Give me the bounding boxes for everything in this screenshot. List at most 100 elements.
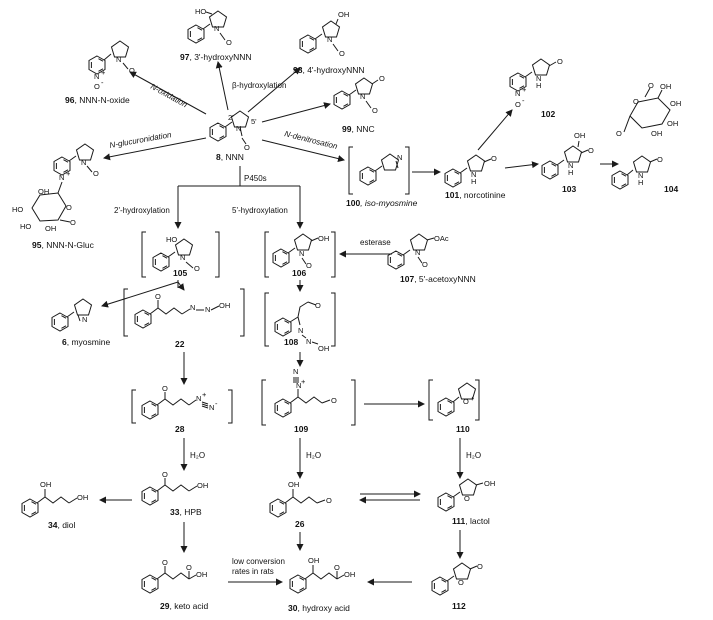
svg-text:99, NNC: 99, NNC	[342, 124, 375, 134]
compound-103: OH O N H 103	[541, 131, 594, 194]
svg-text:N: N	[94, 72, 99, 81]
svg-text:6, myosmine: 6, myosmine	[62, 337, 110, 347]
svg-text:O: O	[226, 38, 232, 47]
label-esterase: esterase	[360, 238, 391, 247]
compound-99: O N O 99, NNC	[333, 74, 385, 134]
arrow-to-99	[261, 102, 331, 123]
svg-text:O: O	[306, 261, 312, 270]
svg-text:N: N	[306, 337, 311, 346]
svg-text:OH: OH	[338, 10, 349, 19]
arrow-105-6	[101, 281, 179, 308]
svg-text:OH: OH	[197, 481, 208, 490]
svg-text:N: N	[214, 24, 219, 33]
svg-text:98, 4'-hydroxyNNN: 98, 4'-hydroxyNNN	[293, 65, 365, 75]
svg-text:O: O	[244, 143, 250, 152]
svg-text:O: O	[315, 301, 321, 310]
svg-text:O: O	[162, 384, 168, 393]
svg-text:O: O	[463, 397, 469, 406]
svg-text:N: N	[471, 170, 476, 179]
svg-text:N: N	[360, 92, 365, 101]
svg-text:N: N	[298, 326, 303, 335]
svg-text:8, NNN: 8, NNN	[216, 152, 244, 162]
svg-text:100, iso-myosmine: 100, iso-myosmine	[346, 198, 418, 208]
svg-text:O: O	[372, 106, 378, 115]
svg-text:N: N	[82, 315, 87, 324]
svg-text:N: N	[190, 303, 195, 312]
svg-text:101, norcotinine: 101, norcotinine	[445, 190, 506, 200]
svg-text:OH: OH	[670, 99, 681, 108]
svg-text:108: 108	[284, 337, 298, 347]
svg-text:O: O	[657, 155, 663, 164]
svg-text:O: O	[633, 97, 639, 106]
arrow-to-100	[261, 139, 345, 162]
svg-text:N: N	[299, 249, 304, 258]
svg-text:102: 102	[541, 109, 555, 119]
svg-text:N: N	[196, 394, 201, 403]
compound-34: OH OH 34, diol	[21, 480, 88, 530]
compound-101: O N H 101, norcotinine	[444, 154, 506, 200]
svg-text:33, HPB: 33, HPB	[170, 507, 202, 517]
arrow-to-98	[247, 67, 301, 113]
svg-text:110: 110	[456, 424, 470, 434]
reaction-arrows	[99, 61, 619, 586]
label-h2o-c: H₂O	[466, 451, 481, 460]
compound-110: O + 110	[428, 379, 480, 434]
svg-text:OH: OH	[38, 187, 49, 196]
compound-96: N + O - N O 96, NNN-N-oxide	[65, 40, 135, 105]
svg-text:106: 106	[292, 268, 306, 278]
svg-text:O: O	[94, 82, 100, 91]
svg-text:N: N	[236, 124, 241, 133]
svg-text:OH: OH	[318, 344, 329, 353]
label-low-conversion-1: low conversion	[232, 557, 285, 566]
arrow-to-95	[103, 137, 207, 161]
svg-text:N: N	[327, 35, 332, 44]
svg-text:H: H	[536, 81, 541, 90]
compound-30: OH O OH 30, hydroxy acid	[288, 556, 355, 613]
svg-text:O: O	[162, 558, 168, 567]
arrow-to-97	[215, 61, 229, 111]
compound-104: O OH O OH OH OH O O N H 104	[611, 81, 681, 194]
svg-text:O: O	[491, 154, 497, 163]
svg-text:N: N	[515, 89, 520, 98]
svg-text:-: -	[101, 78, 104, 87]
svg-text:96, NNN-N-oxide: 96, NNN-N-oxide	[65, 95, 130, 105]
svg-text:N: N	[638, 171, 643, 180]
svg-text:O: O	[422, 260, 428, 269]
svg-text:5': 5'	[251, 117, 257, 126]
svg-text:OH: OH	[344, 570, 355, 579]
svg-text:O: O	[557, 57, 563, 66]
svg-text:O: O	[93, 169, 99, 178]
svg-text:O: O	[648, 81, 654, 90]
compound-8: N O 2' 5' 8, NNN	[209, 110, 257, 162]
svg-text:28: 28	[175, 424, 185, 434]
svg-text:O: O	[458, 578, 464, 587]
arrow-105-22	[177, 281, 185, 291]
svg-text:H: H	[638, 178, 643, 187]
svg-text:O: O	[331, 396, 337, 405]
svg-text:-: -	[522, 96, 525, 105]
svg-text:26: 26	[295, 519, 305, 529]
svg-text:OH: OH	[196, 570, 207, 579]
compound-29: O O OH 29, keto acid	[141, 558, 208, 611]
svg-text:OAc: OAc	[434, 234, 449, 243]
svg-text:O: O	[515, 100, 521, 109]
svg-text:29, keto acid: 29, keto acid	[160, 601, 208, 611]
compound-105: HO N O 105	[141, 231, 220, 278]
label-5-hydroxylation: 5'-hydroxylation	[232, 206, 288, 215]
label-2-hydroxylation: 2'-hydroxylation	[114, 206, 170, 215]
svg-text:OH: OH	[77, 493, 88, 502]
svg-text:H: H	[471, 177, 476, 186]
svg-text:O: O	[339, 49, 345, 58]
label-beta-hydroxylation: β-hydroxylation	[232, 81, 286, 90]
svg-text:O: O	[464, 494, 470, 503]
compound-112: O O 112	[431, 562, 483, 611]
svg-text:OH: OH	[484, 479, 495, 488]
svg-text:HO: HO	[166, 235, 177, 244]
svg-text:O: O	[326, 496, 332, 505]
arrow-to-96	[129, 71, 207, 115]
svg-text:OH: OH	[45, 224, 56, 233]
compound-102: N + O - O N H 102	[509, 57, 563, 119]
svg-text:N: N	[415, 248, 420, 257]
svg-text:O: O	[162, 470, 168, 479]
